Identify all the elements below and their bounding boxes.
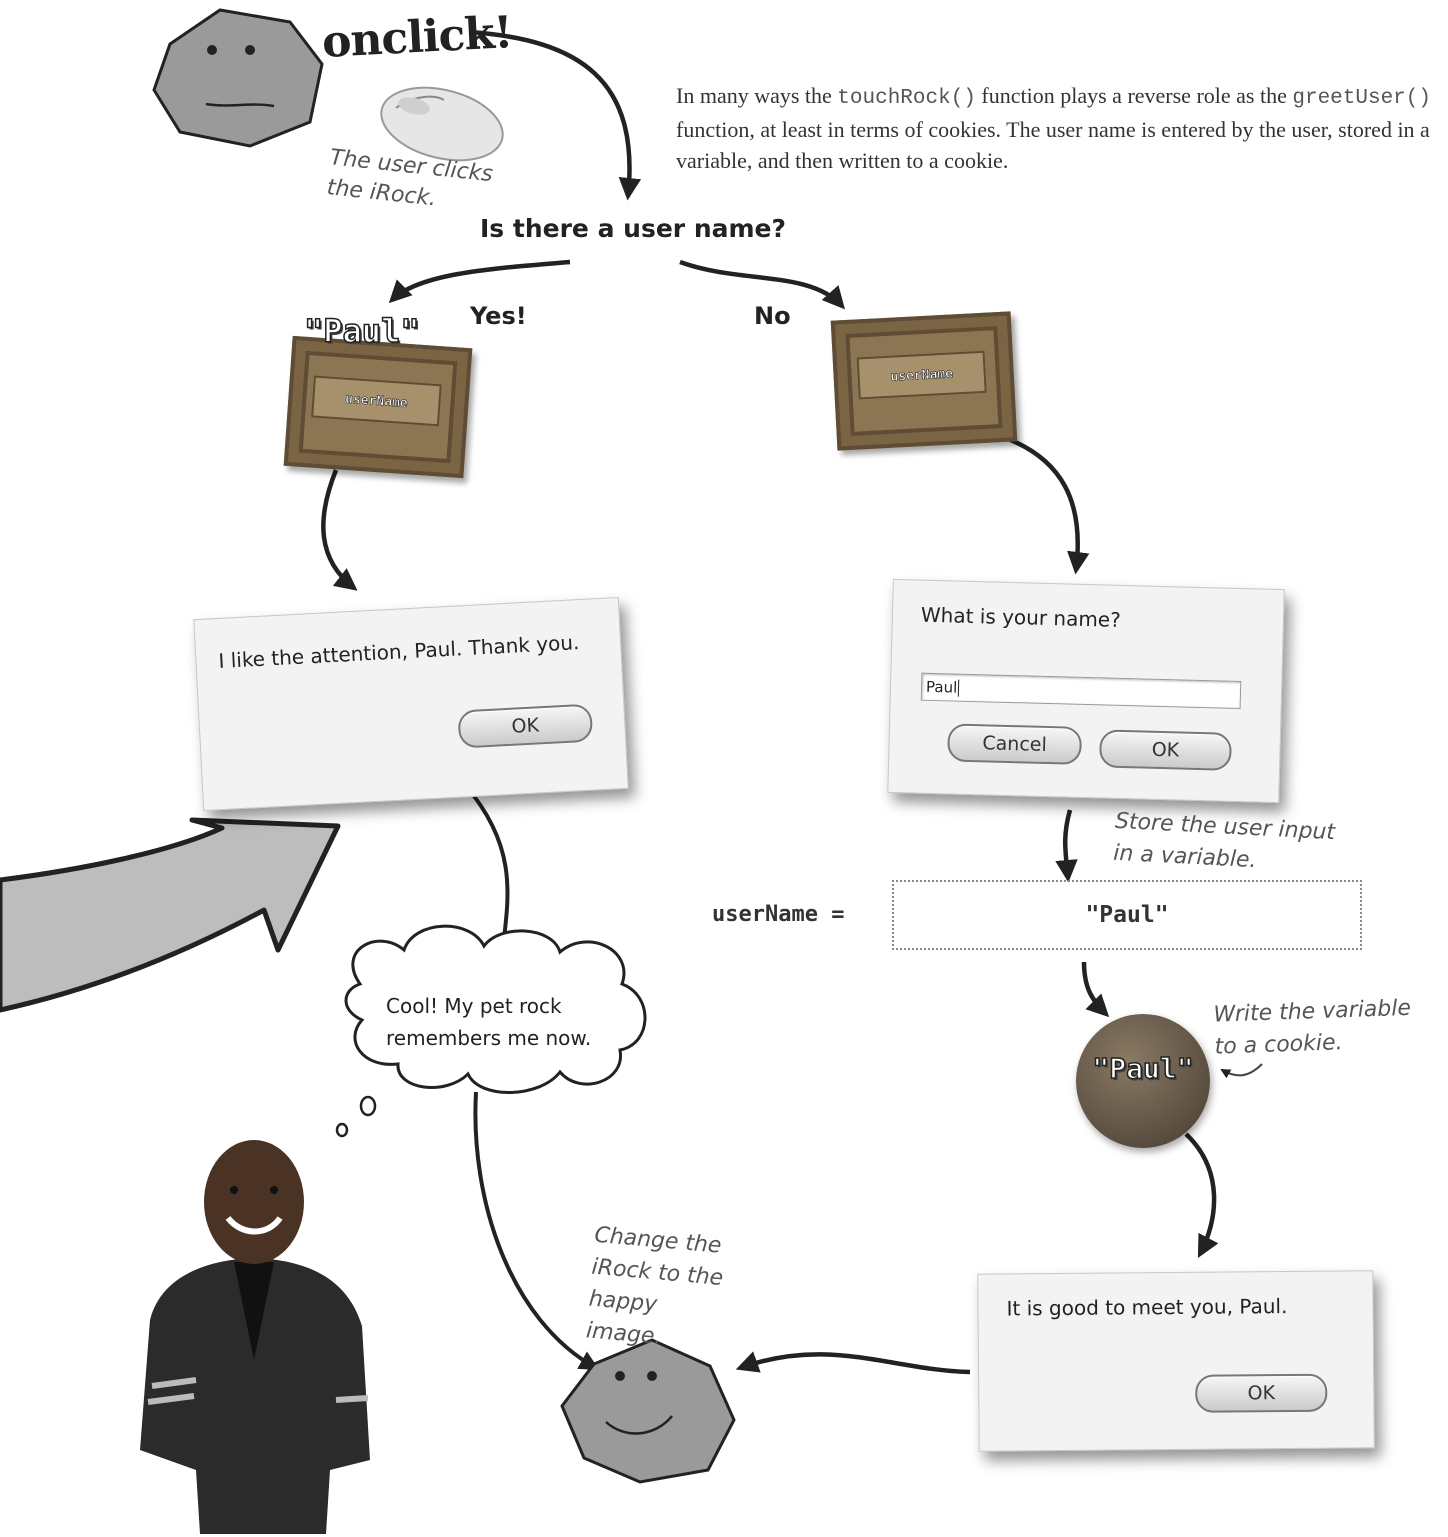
- note-pointer-cookie: [1220, 1063, 1263, 1079]
- greeting-alert-message: It is good to meet you, Paul.: [1006, 1294, 1288, 1321]
- thought-bubble-text: Cool! My pet rock remembers me now.: [386, 994, 592, 1050]
- arrow-variable-to-cookie: [1081, 961, 1110, 1018]
- crate-front-no: userName: [856, 350, 987, 400]
- name-input-value: Paul: [925, 677, 958, 697]
- assignment-lhs: userName =: [712, 902, 845, 927]
- attention-ok-button[interactable]: OK: [457, 703, 594, 749]
- greeting-ok-button[interactable]: OK: [1195, 1373, 1328, 1413]
- touchrock-code: touchRock(): [837, 87, 976, 110]
- branch-no-label: No: [754, 302, 791, 330]
- note-store-variable: Store the user input in a variable.: [1112, 808, 1336, 874]
- crate-front-yes: userName: [311, 375, 442, 427]
- attention-alert-message: I like the attention, Paul. Thank you.: [217, 630, 580, 673]
- variable-value-box: "Paul": [892, 880, 1362, 950]
- rock-sad-icon[interactable]: [150, 4, 330, 154]
- onclick-label: onclick!: [320, 7, 514, 68]
- arrow-question-to-no: [679, 259, 845, 310]
- crate-icon-yes: userName: [283, 335, 473, 479]
- intro-paragraph: In many ways the touchRock() function pl…: [676, 80, 1446, 176]
- arrow-prompt-to-variable: [1055, 809, 1078, 883]
- arrow-question-to-yes: [388, 259, 571, 304]
- person-image: [140, 1140, 370, 1534]
- crate-label-yes: userName: [344, 391, 409, 411]
- thought-dot-small: [335, 1122, 349, 1138]
- arrow-onclick-to-question: [469, 29, 642, 201]
- question-label: Is there a user name?: [480, 214, 786, 243]
- arrow-dialog-to-happy-rock: [735, 1351, 971, 1375]
- name-prompt-message: What is your name?: [920, 602, 1122, 632]
- name-tag-paul: "Paul": [303, 311, 420, 351]
- greeting-alert-dialog: It is good to meet you, Paul. OK: [977, 1270, 1375, 1452]
- arrow-cookie-to-dialog: [1184, 1132, 1219, 1258]
- mouse-icon: [380, 86, 504, 162]
- cookie-icon: [1076, 1014, 1210, 1148]
- intro-text-middle: function plays a reverse role as the: [975, 83, 1293, 108]
- note-change-image: Change the iRock to the happy image.: [585, 1222, 725, 1350]
- intro-text-before: In many ways the: [676, 83, 838, 108]
- crate-label-no: userName: [890, 365, 954, 385]
- name-prompt-dialog: What is your name? Paul Cancel OK: [887, 578, 1285, 804]
- crate-icon-no: userName: [830, 311, 1018, 451]
- arrow-no-crate-to-prompt: [993, 431, 1090, 575]
- thought-bubble: [344, 924, 647, 1094]
- attention-alert-dialog: I like the attention, Paul. Thank you. O…: [193, 596, 629, 812]
- note-write-cookie: Write the variable to a cookie.: [1213, 995, 1412, 1060]
- cookie-name-tag: "Paul": [1092, 1051, 1195, 1086]
- rock-happy-icon: [560, 1338, 736, 1484]
- cancel-button[interactable]: Cancel: [947, 723, 1083, 765]
- intro-text-after: function, at least in terms of cookies. …: [676, 117, 1430, 173]
- branch-yes-label: Yes!: [470, 302, 527, 330]
- text-caret: [958, 679, 960, 697]
- name-input-field[interactable]: Paul: [920, 672, 1242, 710]
- greetuser-code: greetUser(): [1292, 87, 1431, 110]
- prompt-ok-button[interactable]: OK: [1099, 729, 1232, 771]
- thought-dot-large: [359, 1095, 377, 1117]
- big-arrow-shape: [0, 817, 341, 1013]
- arrow-yes-crate-to-dialog: [321, 469, 358, 591]
